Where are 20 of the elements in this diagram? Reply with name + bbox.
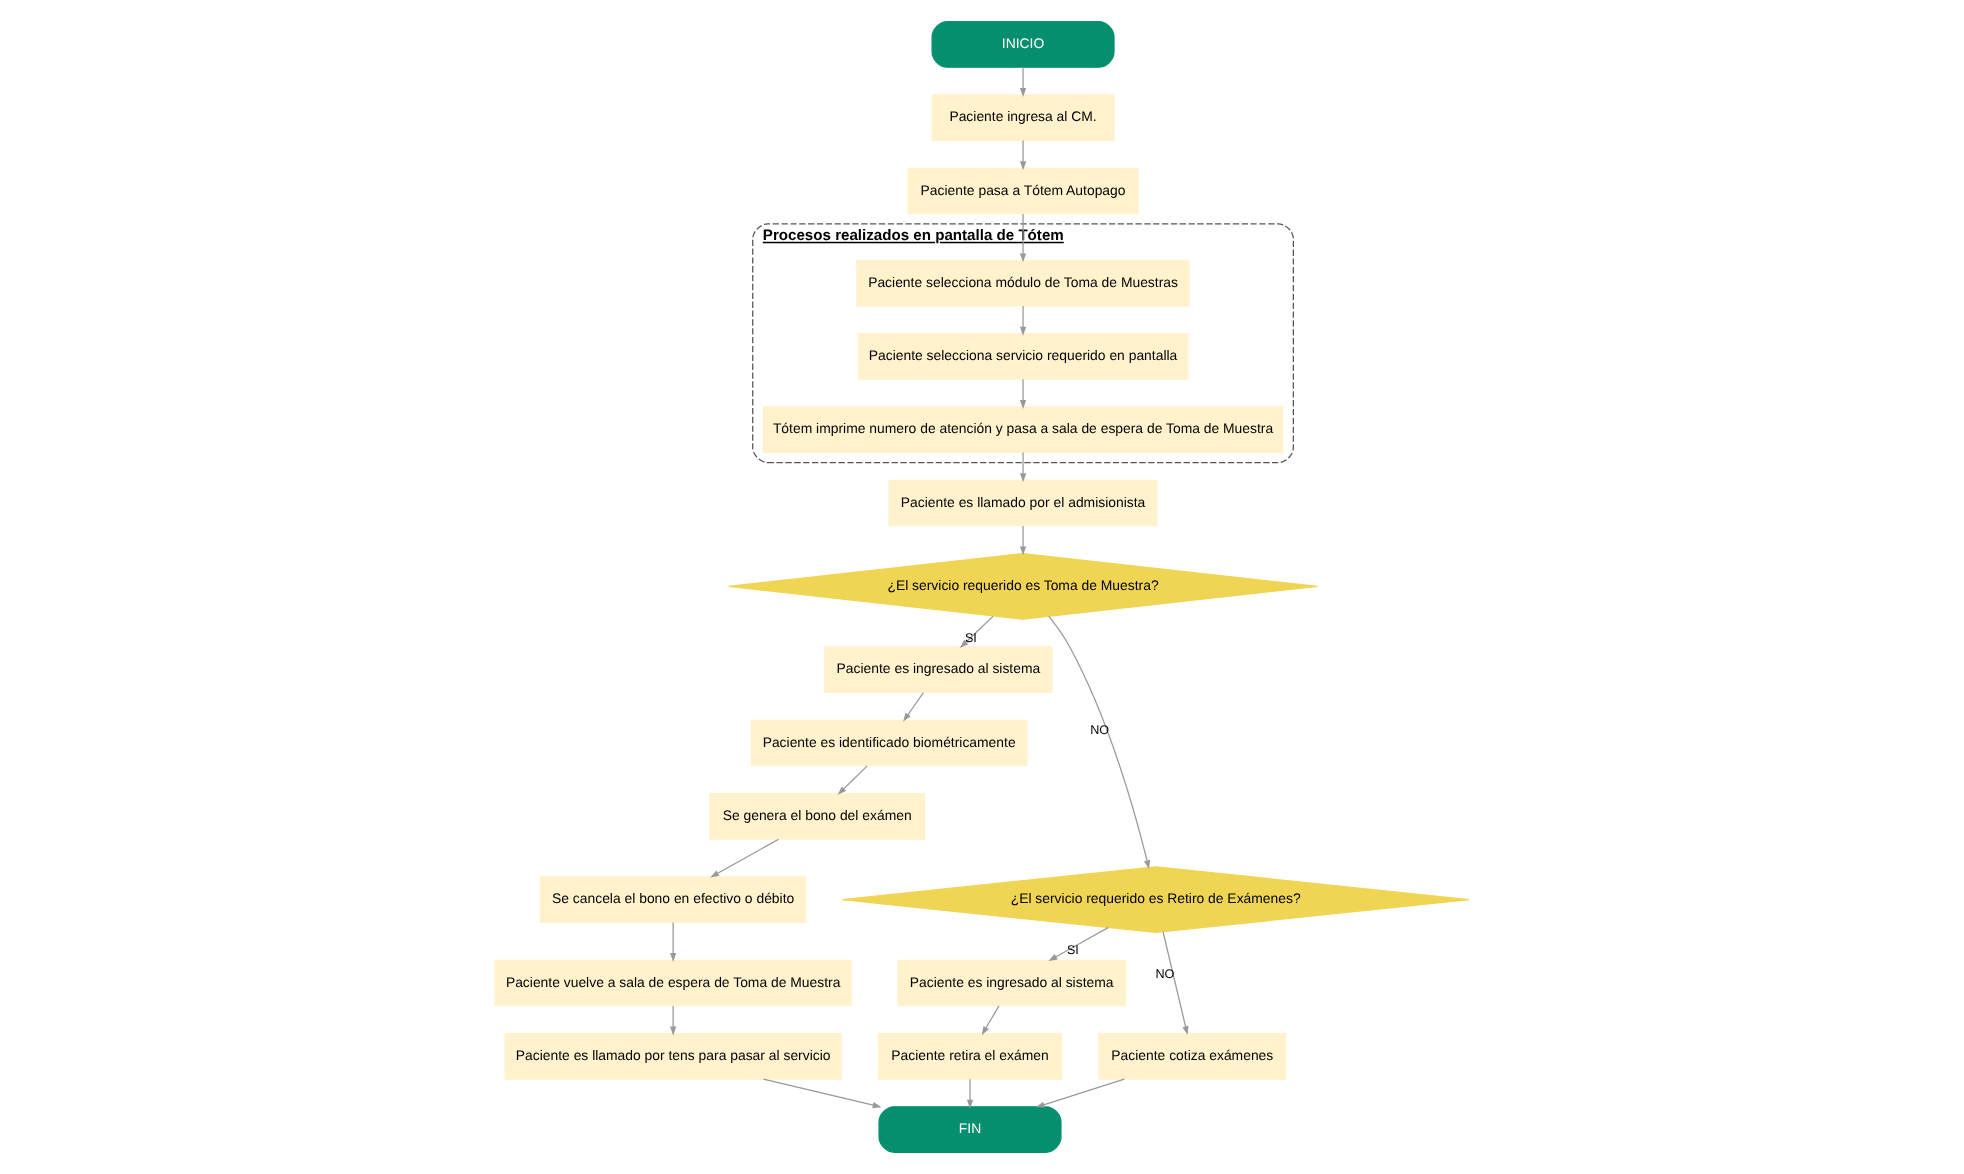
arrow	[1019, 525, 1027, 556]
arrow	[981, 1005, 1000, 1036]
arrow	[1048, 926, 1109, 962]
arrow	[1048, 615, 1150, 870]
arrow	[837, 765, 868, 795]
arrow	[710, 838, 780, 878]
arrow	[762, 1078, 882, 1109]
arrow	[903, 692, 924, 722]
arrow	[670, 1005, 677, 1036]
arrow	[1035, 1078, 1126, 1108]
arrow	[1162, 931, 1189, 1036]
arrow	[959, 615, 994, 648]
arrow	[1019, 378, 1027, 409]
arrow	[1019, 140, 1027, 171]
arrow	[966, 1078, 974, 1109]
arrow	[1019, 305, 1027, 336]
arrow	[1019, 452, 1027, 483]
arrow	[1019, 213, 1027, 263]
arrow	[670, 921, 677, 962]
arrow	[1019, 66, 1027, 97]
